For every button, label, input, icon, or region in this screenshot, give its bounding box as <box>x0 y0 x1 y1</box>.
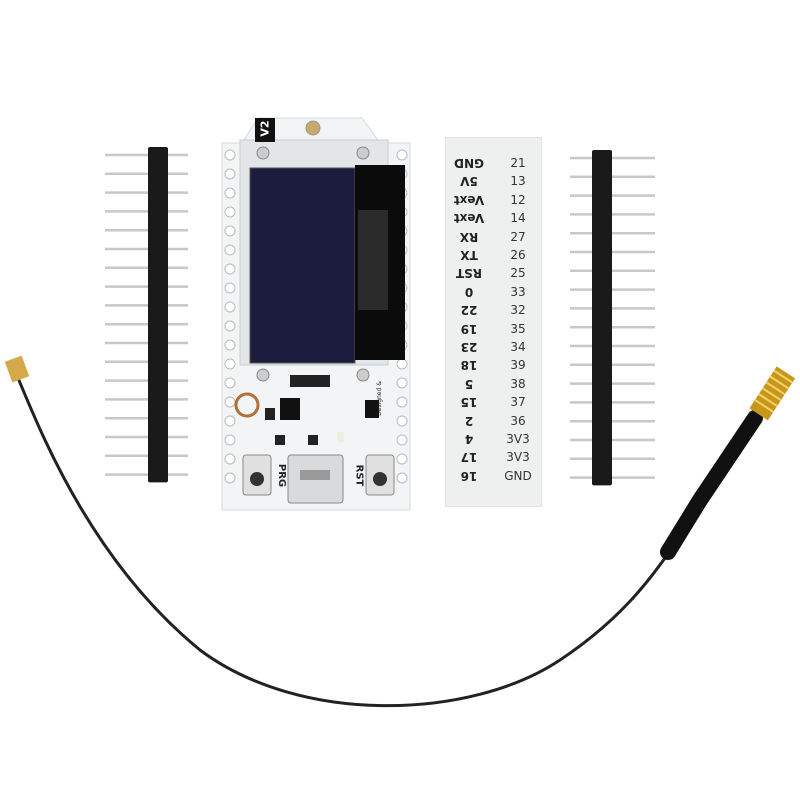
pin-label-left: 5V <box>460 174 478 189</box>
pin-label-right: 27 <box>510 229 526 244</box>
pin-label-right: GND <box>504 468 532 483</box>
pin-label-right: 14 <box>510 211 526 226</box>
rst-label: RST <box>353 464 365 487</box>
pin-row: TX 26 <box>446 248 541 266</box>
pin-label-right: 3V3 <box>506 432 530 446</box>
pin-label-right: 32 <box>510 303 526 318</box>
pin-label-left: TX <box>460 248 478 262</box>
pin-label-left: RX <box>459 229 479 244</box>
pin-label-left: 22 <box>460 303 478 318</box>
pin-label-right: 33 <box>510 284 526 299</box>
pin-row: 23 34 <box>446 340 541 358</box>
pin-row: 2 36 <box>446 414 541 432</box>
pin-row: GND 21 <box>446 156 541 174</box>
pin-label-right: 39 <box>510 358 526 373</box>
pin-label-left: 2 <box>464 413 474 428</box>
pin-label-left: 0 <box>464 284 474 299</box>
pin-label-left: Vext <box>453 192 485 207</box>
pin-label-right: 12 <box>510 192 526 207</box>
pin-label-left: 5 <box>464 376 474 391</box>
oled-screen <box>249 167 356 364</box>
silkscreen-text: Designed & <box>375 381 383 416</box>
ipex-connector-icon <box>4 355 30 383</box>
pin-label-right: 21 <box>510 156 526 170</box>
pin-label-right: 35 <box>510 321 526 336</box>
antenna-tube <box>660 410 763 560</box>
pin-label-right: 26 <box>510 248 526 262</box>
pin-row: 5V 13 <box>446 174 541 192</box>
antenna-connector-icon <box>305 120 321 136</box>
pin-label-left: 17 <box>460 450 478 465</box>
pin-row: Vext 14 <box>446 211 541 229</box>
pin-label-left: 4 <box>464 432 474 446</box>
pin-label-right: 13 <box>510 174 526 189</box>
pin-row: 5 38 <box>446 377 541 395</box>
header-plastic <box>592 150 612 486</box>
pin-label-right: 34 <box>510 340 526 354</box>
pin-row: RX 27 <box>446 230 541 248</box>
pin-row: 17 3V3 <box>446 450 541 468</box>
pin-row: 16 GND <box>446 469 541 487</box>
left-pin-header <box>105 147 188 483</box>
pin-label-left: 19 <box>460 321 478 336</box>
pin-label-left: Vext <box>453 211 485 226</box>
pin-label-left: 18 <box>460 358 478 373</box>
pin-row: RST 25 <box>446 266 541 284</box>
antenna-cable <box>16 377 674 708</box>
prg-label: PRG <box>276 463 288 488</box>
pin-label-right: 38 <box>510 376 526 391</box>
pin-row: Vext 12 <box>446 193 541 211</box>
lora-board <box>221 117 411 511</box>
pin-label-right: 25 <box>510 266 526 281</box>
header-plastic <box>148 147 168 483</box>
version-label: V2 <box>258 120 272 137</box>
pin-row: 0 33 <box>446 285 541 303</box>
pin-label-right: 3V3 <box>506 450 530 465</box>
pin-label-left: GND <box>454 156 484 170</box>
pin-row: 22 32 <box>446 303 541 321</box>
pin-label-left: RST <box>455 266 483 281</box>
pin-label-left: 15 <box>460 395 478 410</box>
pin-row: 4 3V3 <box>446 432 541 450</box>
pin-label-right: 37 <box>510 395 526 410</box>
pin-label-left: 16 <box>460 468 478 483</box>
pin-label-left: 23 <box>460 340 478 354</box>
antenna-spring-icon <box>749 366 796 421</box>
right-pin-header <box>570 150 655 486</box>
pin-label-right: 36 <box>510 413 526 428</box>
